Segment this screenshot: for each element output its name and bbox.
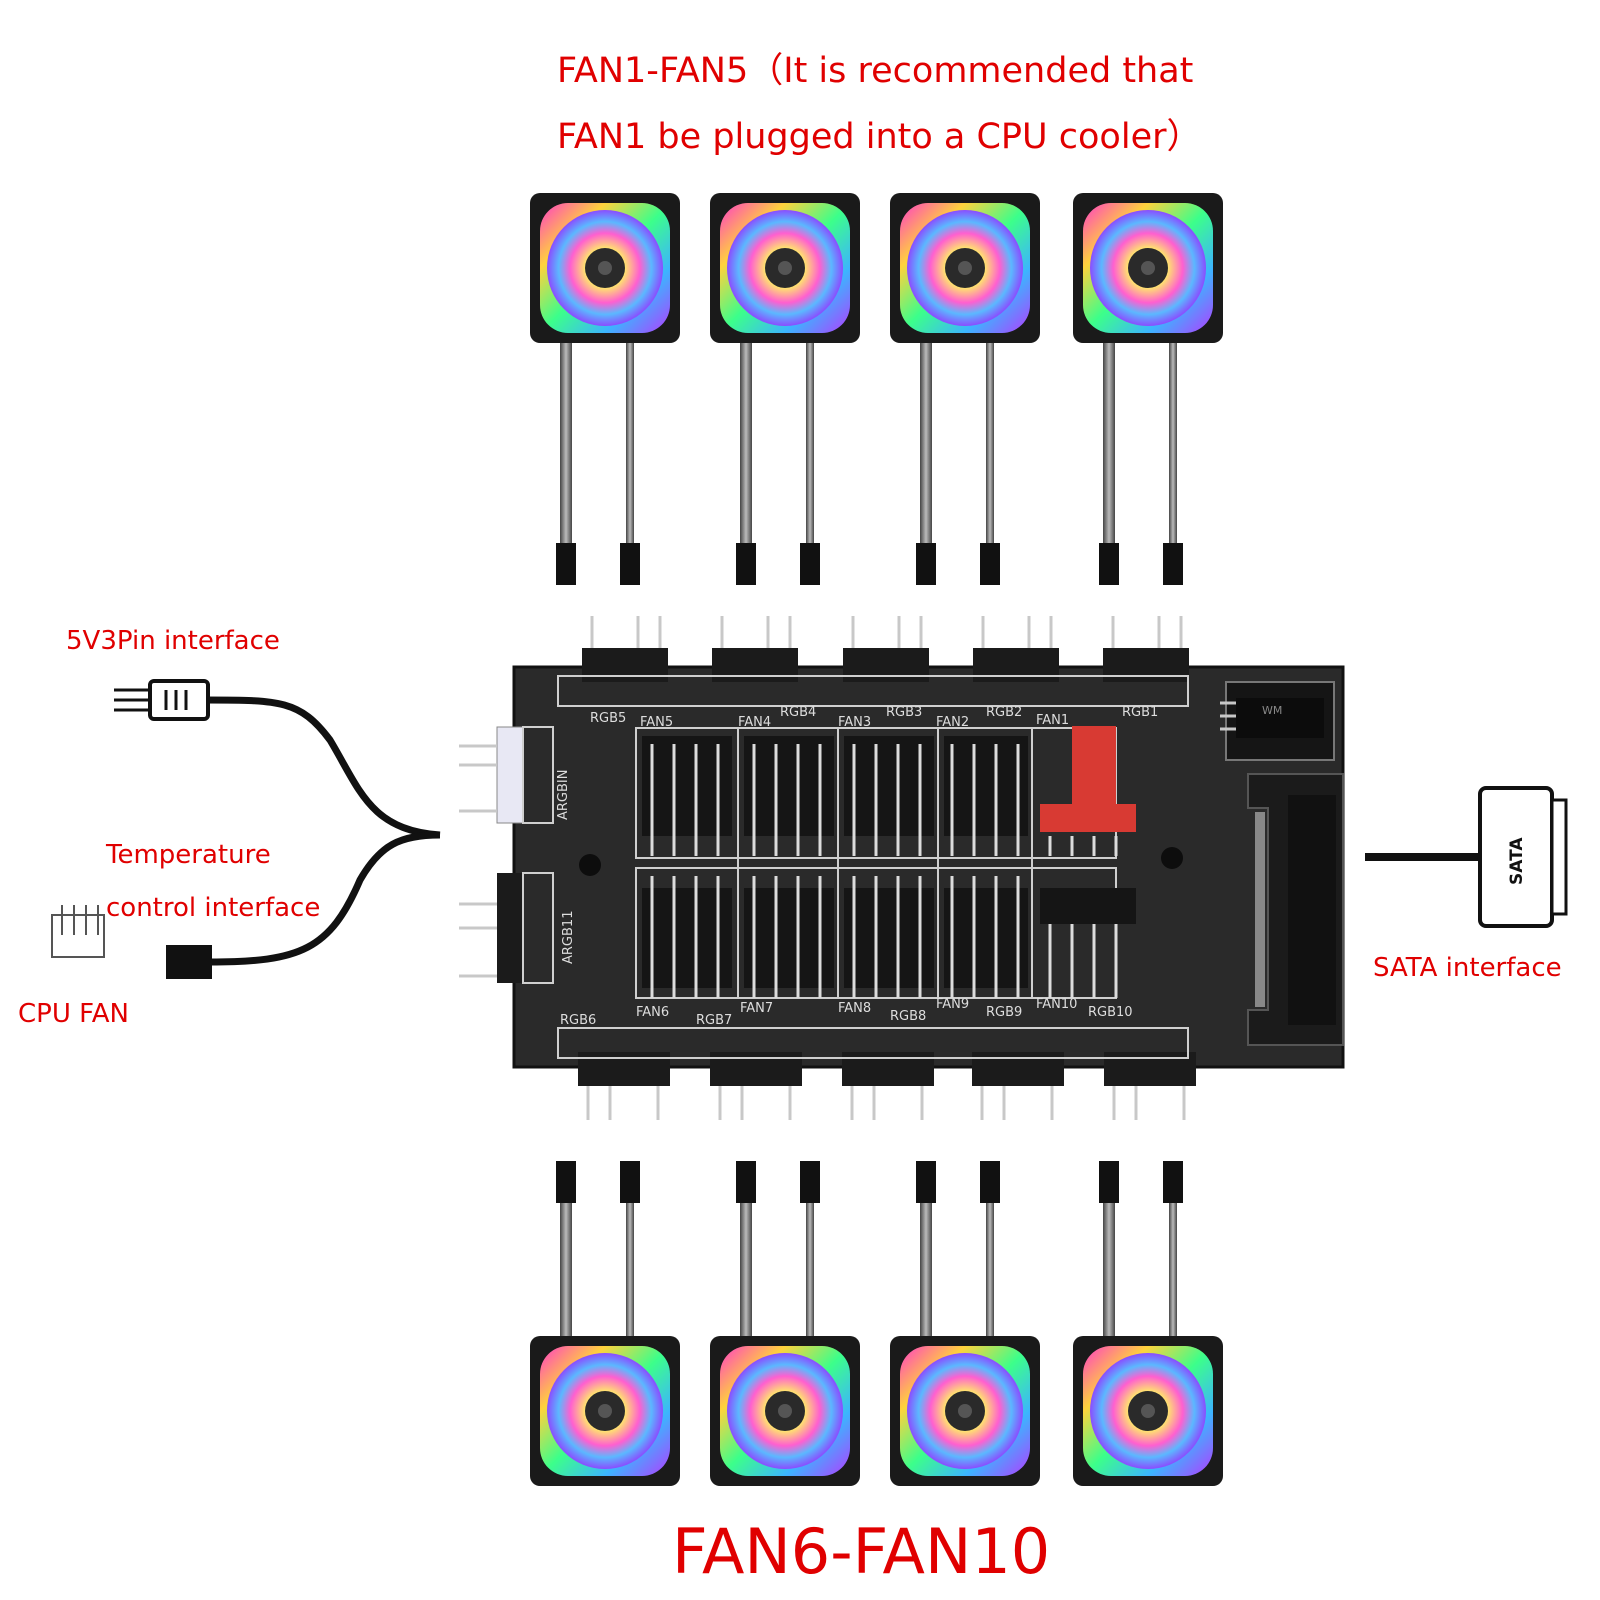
fan-pins-top bbox=[650, 744, 1118, 856]
top-pins bbox=[590, 616, 1183, 648]
rgb5-label: RGB5 bbox=[590, 711, 626, 726]
rgb2-label: RGB2 bbox=[986, 705, 1022, 720]
rgb1-label: RGB1 bbox=[1122, 705, 1158, 720]
fan10-label: FAN10 bbox=[1036, 997, 1077, 1012]
sata-plug-text: SATA bbox=[1507, 837, 1527, 885]
argb-out-connector bbox=[459, 872, 554, 984]
fan8-label: FAN8 bbox=[838, 1001, 871, 1016]
argb-out-label: ARGB11 bbox=[561, 911, 576, 964]
rgb10-label: RGB10 bbox=[1088, 1005, 1133, 1020]
rgb4-label: RGB4 bbox=[780, 705, 816, 720]
fan1-highlight-header bbox=[1072, 726, 1116, 804]
top-fan-2 bbox=[710, 193, 860, 585]
top-fan-1 bbox=[530, 193, 680, 585]
mount-hole-right bbox=[1161, 847, 1183, 869]
rgb9-label: RGB9 bbox=[986, 1005, 1022, 1020]
argb-in-label: ARGBIN bbox=[556, 770, 571, 820]
bottom-fan-2 bbox=[710, 1161, 860, 1486]
bottom-fan-1 bbox=[530, 1161, 680, 1486]
rgb8-label: RGB8 bbox=[890, 1009, 926, 1024]
fan3-label: FAN3 bbox=[838, 715, 871, 730]
bottom-fan-4 bbox=[1073, 1161, 1223, 1486]
pwm-label: WM bbox=[1262, 704, 1282, 717]
top-fan-3 bbox=[890, 193, 1040, 585]
pwm-connector bbox=[1220, 681, 1335, 761]
rgb6-label: RGB6 bbox=[560, 1013, 596, 1028]
sata-connector bbox=[1247, 773, 1344, 1046]
fan-pins-bottom bbox=[650, 876, 1118, 998]
pcb-labels: RGB5 RGB4 RGB3 RGB2 RGB1 FAN5 FAN4 FAN3 … bbox=[556, 704, 1282, 1028]
5v3pin-plug bbox=[114, 679, 210, 721]
y-splitter-cable bbox=[204, 696, 441, 966]
top-fan-4 bbox=[1073, 193, 1223, 585]
cpu-fan-plug bbox=[51, 905, 212, 979]
title-line-1: FAN1-FAN5（It is recommended that bbox=[557, 51, 1194, 91]
cpu-fan-label: CPU FAN bbox=[18, 999, 129, 1029]
bottom-pins bbox=[586, 1086, 1186, 1120]
temperature-label-line-2: control interface bbox=[106, 893, 321, 923]
fan9-label: FAN9 bbox=[936, 997, 969, 1012]
fan4-label: FAN4 bbox=[738, 715, 771, 730]
fan2-label: FAN2 bbox=[936, 715, 969, 730]
rgb7-label: RGB7 bbox=[696, 1013, 732, 1028]
mount-hole-left bbox=[579, 854, 601, 876]
rgb3-label: RGB3 bbox=[886, 705, 922, 720]
fan7-label: FAN7 bbox=[740, 1001, 773, 1016]
argb-in-connector bbox=[459, 726, 554, 824]
fan1-label: FAN1 bbox=[1036, 713, 1069, 728]
5v3pin-label: 5V3Pin interface bbox=[66, 626, 280, 656]
bottom-title: FAN6-FAN10 bbox=[672, 1515, 1051, 1588]
title-line-2: FAN1 be plugged into a CPU cooler） bbox=[557, 117, 1202, 157]
sata-interface-label: SATA interface bbox=[1373, 953, 1562, 983]
sata-cable: SATA bbox=[1365, 786, 1568, 928]
bottom-fan-3 bbox=[890, 1161, 1040, 1486]
hub-board bbox=[459, 616, 1345, 1120]
fan6-label: FAN6 bbox=[636, 1005, 669, 1020]
fan5-label: FAN5 bbox=[640, 715, 673, 730]
temperature-label-line-1: Temperature bbox=[106, 840, 271, 870]
